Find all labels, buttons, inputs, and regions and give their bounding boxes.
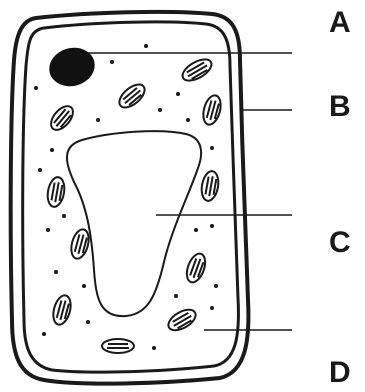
chloroplast [200, 93, 223, 126]
chloroplast [102, 339, 134, 353]
label-d: D [329, 358, 351, 388]
chloroplast [46, 176, 67, 208]
chloroplast [183, 251, 208, 285]
chloroplasts [46, 55, 224, 353]
label-c: C [329, 228, 351, 258]
chloroplast [115, 80, 148, 112]
nucleus [45, 43, 99, 92]
chloroplast [47, 102, 77, 134]
vacuole [67, 131, 201, 316]
chloroplast [50, 293, 73, 326]
label-a: A [329, 8, 351, 38]
chloroplast [68, 227, 91, 260]
chloroplast [165, 306, 199, 335]
chloroplast [179, 55, 215, 85]
label-b: B [329, 92, 351, 122]
chloroplast [200, 170, 221, 202]
